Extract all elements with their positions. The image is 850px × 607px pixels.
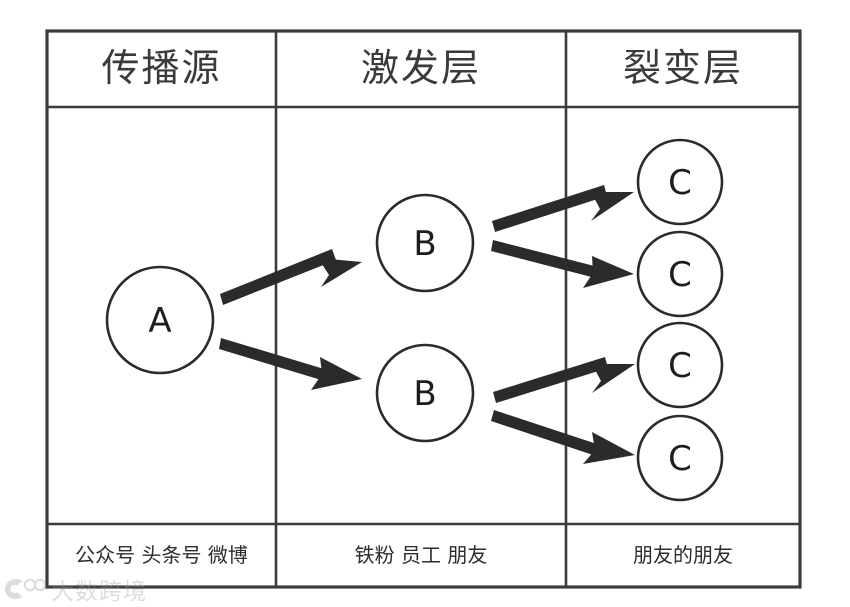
edge-a-to-b2-head: [311, 357, 362, 390]
edge-b2-to-c3-shaft: [493, 357, 608, 403]
edge-a-to-b2: [219, 338, 362, 390]
node-c3-label: C: [668, 346, 692, 386]
edge-b1-to-c2-shaft: [491, 240, 606, 280]
node-c4[interactable]: C: [636, 414, 724, 502]
edge-a-to-b1-shaft: [220, 249, 336, 305]
edge-a-to-b1: [220, 249, 362, 305]
table-frame: [45, 29, 802, 589]
node-b1[interactable]: B: [375, 193, 475, 293]
node-c3-circle: [636, 321, 724, 409]
node-b1-circle: [375, 193, 475, 293]
column-header-source: 传播源: [101, 46, 222, 90]
node-c1[interactable]: C: [636, 138, 724, 226]
edge-b1-to-c1: [492, 185, 634, 232]
edge-a-to-b1-head: [318, 258, 362, 287]
node-b2-circle: [375, 343, 475, 443]
node-c2-circle: [636, 230, 724, 318]
node-c3[interactable]: C: [636, 321, 724, 409]
column-footer-fission: 朋友的朋友: [633, 543, 733, 567]
outer-border: [45, 29, 802, 589]
column-header-fission: 裂变层: [622, 46, 743, 90]
node-a[interactable]: A: [105, 265, 215, 375]
column-footer-trigger: 铁粉 员工 朋友: [354, 543, 488, 567]
edge-b2-to-c3: [493, 357, 635, 403]
column-header-trigger: 激发层: [360, 46, 481, 90]
node-c1-circle: [636, 138, 724, 226]
edge-b2-to-c4: [491, 410, 635, 464]
node-a-circle: [105, 265, 215, 375]
node-b1-label: B: [413, 224, 436, 264]
edge-b1-to-c2-head: [583, 256, 634, 288]
node-b2-label: B: [413, 374, 436, 414]
edge-b2-to-c3-head: [592, 364, 635, 393]
edge-b2-to-c4-shaft: [491, 410, 606, 458]
edge-a-to-b2-shaft: [219, 338, 334, 383]
node-c2-label: C: [668, 255, 692, 295]
edge-b1-to-c1-shaft: [492, 185, 607, 232]
edge-layer: [219, 185, 635, 464]
node-c4-label: C: [668, 439, 692, 479]
node-layer: A B B C C C C: [105, 138, 724, 502]
column-footer-source: 公众号 头条号 微博: [75, 543, 248, 567]
node-b2[interactable]: B: [375, 343, 475, 443]
node-c2[interactable]: C: [636, 230, 724, 318]
node-a-label: A: [148, 301, 171, 341]
edge-b1-to-c1-head: [591, 192, 634, 221]
node-c4-circle: [636, 414, 724, 502]
edge-b2-to-c4-head: [583, 432, 635, 464]
edge-b1-to-c2: [491, 240, 634, 288]
node-c1-label: C: [668, 163, 692, 203]
